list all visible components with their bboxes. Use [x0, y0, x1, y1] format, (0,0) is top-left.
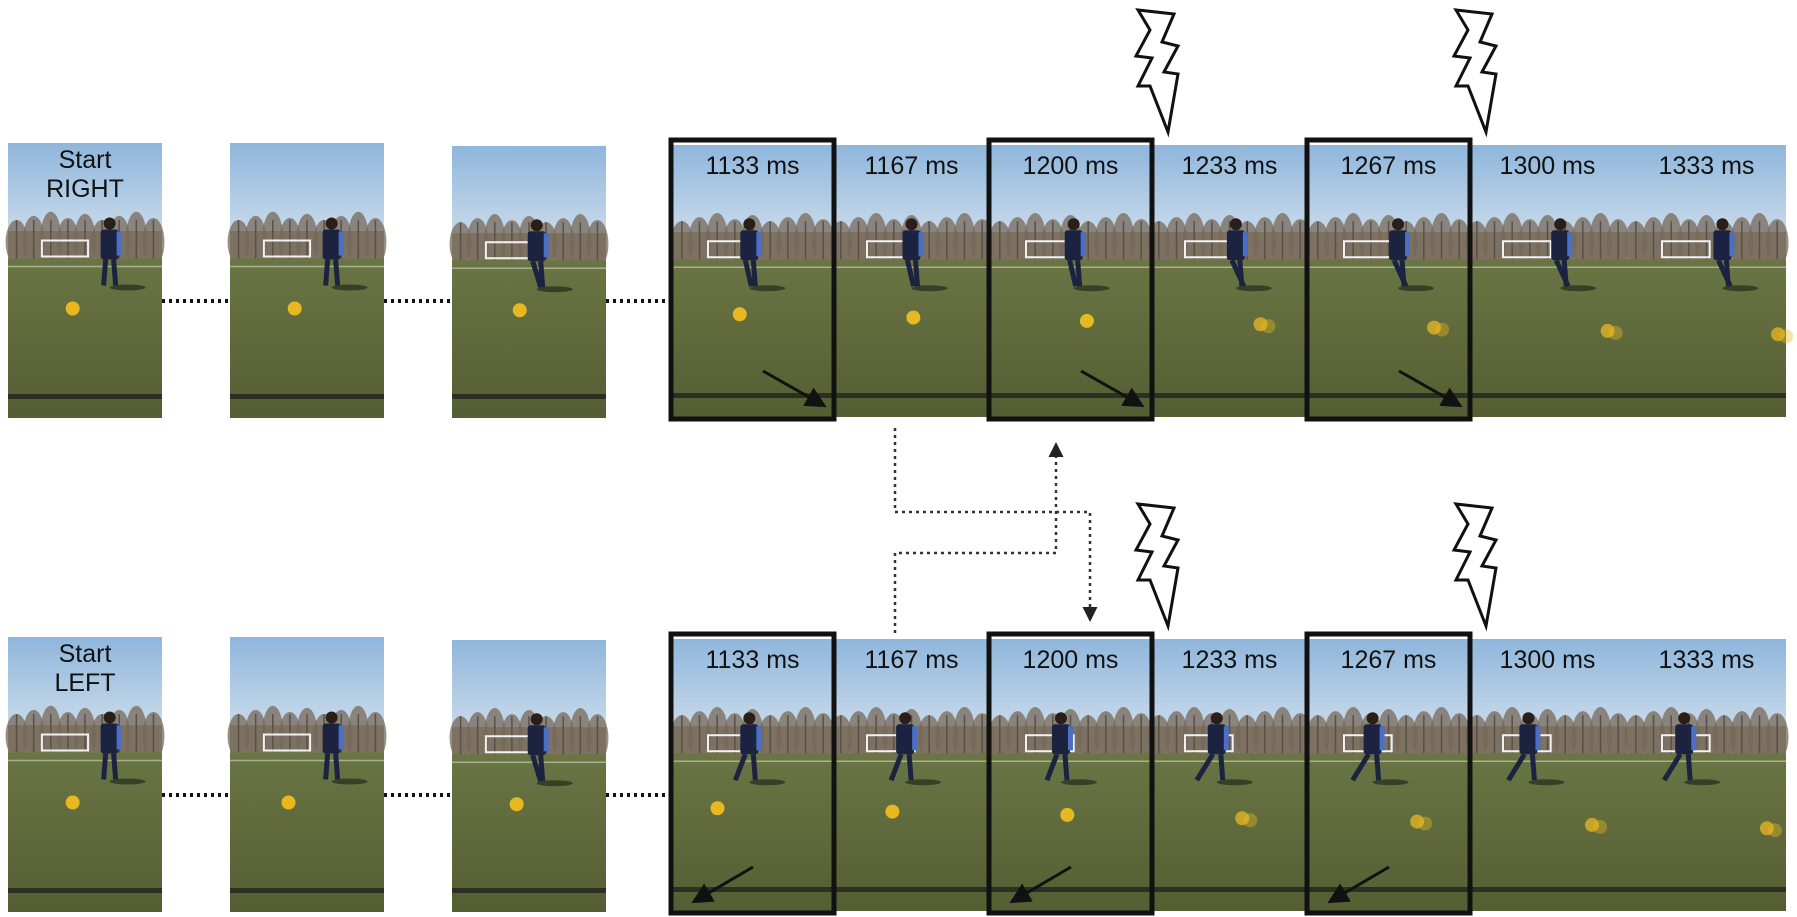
highlight-frame-box: [986, 137, 1155, 422]
lightning-bolt-icon: [1133, 502, 1181, 632]
time-label: 1267 ms: [1341, 152, 1437, 180]
kick-direction-arrow: [1398, 369, 1463, 408]
row-left-frame-6: 1333 ms: [1624, 639, 1789, 911]
row-left-frame-5: 1300 ms: [1465, 639, 1630, 911]
time-label: 1167 ms: [864, 152, 958, 180]
time-label: 1200 ms: [1023, 152, 1119, 180]
row-right-frame-4: 1267 ms: [1306, 145, 1471, 417]
highlight-frame-box: [1304, 137, 1473, 422]
lightning-bolt-icon: [1451, 8, 1499, 138]
row-right-frame-6: 1333 ms: [1624, 145, 1794, 417]
time-label: 1200 ms: [1023, 646, 1119, 674]
row-right-side-label: RIGHT: [46, 175, 124, 203]
row-right-frame-1: 1167 ms: [829, 145, 994, 417]
row-right-start-label: Start: [59, 146, 112, 174]
row-left-frame-4: 1267 ms: [1306, 639, 1471, 911]
highlight-frame-box: [668, 631, 837, 916]
row-left-early-frame: [227, 637, 387, 912]
row-right-frame-3: 1233 ms: [1147, 145, 1312, 417]
row-left-frame-0: 1133 ms: [670, 639, 835, 911]
time-label: 1233 ms: [1182, 646, 1278, 674]
kick-direction-arrow: [1327, 865, 1390, 904]
time-label: 1300 ms: [1500, 152, 1596, 180]
time-label: 1133 ms: [705, 646, 799, 674]
row-left-early-frame: [5, 637, 165, 912]
row-right-frame-0: 1133 ms: [670, 145, 835, 417]
connector-right-to-left: [893, 428, 1098, 622]
time-label: 1300 ms: [1500, 646, 1596, 674]
time-label: 1233 ms: [1182, 152, 1278, 180]
kick-direction-arrow: [1080, 369, 1145, 408]
row-right-early-frame: [449, 146, 609, 418]
lightning-bolt-icon: [1133, 8, 1181, 138]
row-right-early-frame: [5, 143, 165, 418]
row-left-start-label: Start: [59, 640, 112, 668]
time-label: 1167 ms: [864, 646, 958, 674]
connector-left-to-right: [893, 442, 1064, 633]
kick-direction-arrow: [762, 369, 827, 408]
row-left-frame-2: 1200 ms: [988, 639, 1153, 911]
time-label: 1133 ms: [705, 152, 799, 180]
time-label: 1267 ms: [1341, 646, 1437, 674]
kick-direction-arrow: [1009, 865, 1072, 904]
highlight-frame-box: [986, 631, 1155, 916]
time-label: 1333 ms: [1659, 646, 1755, 674]
lightning-bolt-icon: [1451, 502, 1499, 632]
row-left-early-frame: [449, 640, 609, 912]
row-right-frame-5: 1300 ms: [1465, 145, 1630, 417]
row-right-frame-2: 1200 ms: [988, 145, 1153, 417]
row-left-frame-3: 1233 ms: [1147, 639, 1312, 911]
kick-direction-arrow: [691, 865, 754, 904]
row-left-side-label: LEFT: [54, 669, 115, 697]
highlight-frame-box: [668, 137, 837, 422]
row-left-frame-1: 1167 ms: [829, 639, 994, 911]
row-right-early-frame: [227, 143, 387, 418]
highlight-frame-box: [1304, 631, 1473, 916]
time-label: 1333 ms: [1659, 152, 1755, 180]
crossover-connector-lines: [893, 428, 1098, 633]
